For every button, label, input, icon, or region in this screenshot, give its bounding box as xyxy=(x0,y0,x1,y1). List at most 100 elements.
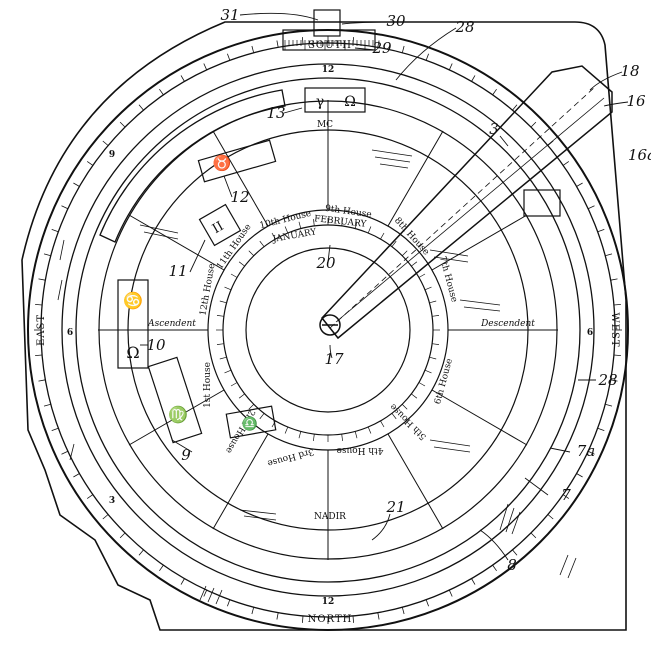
house-label-5: 5th House xyxy=(388,401,428,441)
month-scale-tick xyxy=(313,434,315,442)
outer-scale-tick xyxy=(530,532,537,539)
month-scale-tick xyxy=(248,250,255,257)
month-january: JANUARY xyxy=(271,227,318,245)
mc-leo-symbol: Ω xyxy=(344,94,356,110)
virgo-sign-box xyxy=(225,405,277,439)
outer-scale-tick xyxy=(180,75,185,82)
outer-scale-tick xyxy=(613,354,621,356)
callout-9: 9 xyxy=(181,446,191,464)
ring-number-left: 6 xyxy=(67,328,73,338)
month-scale-ticks xyxy=(216,218,440,442)
month-scale-tick xyxy=(230,273,238,278)
month-scale-tick xyxy=(298,221,302,229)
outer-scale-tick xyxy=(119,532,126,539)
month-scale-tick xyxy=(354,431,358,439)
outer-scale-tick xyxy=(512,104,518,111)
leo-sign-box xyxy=(147,356,203,444)
outer-scale-tick xyxy=(251,607,255,615)
month-scale-tick xyxy=(424,286,432,291)
pointer-arm-midline xyxy=(329,85,597,329)
callout-8: 8 xyxy=(507,556,517,574)
outer-scale-tick xyxy=(86,494,94,499)
month-scale-tick xyxy=(259,240,265,247)
pointer-arm-edge xyxy=(335,97,605,323)
outer-scale-tick xyxy=(471,75,476,82)
month-scale-tick xyxy=(380,232,385,240)
gemini-sign-box xyxy=(198,203,242,247)
outer-scale-tick xyxy=(51,229,59,233)
month-scale-tick xyxy=(341,434,343,442)
outer-scale-tick xyxy=(180,578,185,585)
cancer-symbol: ♋ xyxy=(123,291,143,310)
outer-scale-tick xyxy=(227,53,231,61)
outer-scale-tick xyxy=(61,450,69,455)
ring-number-bottom: 12 xyxy=(322,597,335,607)
outer-scale-tick xyxy=(425,599,429,607)
mc-aries-symbol: γ xyxy=(316,94,324,110)
outer-scale-tick xyxy=(547,514,554,520)
month-scale-tick xyxy=(298,431,302,439)
outer-scale-tick xyxy=(203,63,208,71)
month-scale-tick xyxy=(284,426,289,434)
outer-scale-tick xyxy=(401,45,405,53)
shading-hatches xyxy=(57,149,577,605)
callout-12: 12 xyxy=(230,188,249,206)
outer-scale-tick xyxy=(352,615,354,623)
month-scale-tick xyxy=(367,426,372,434)
month-scale-tick xyxy=(238,393,245,399)
month-scale-tick xyxy=(219,356,227,360)
outer-scale-tick xyxy=(377,612,380,620)
outer-scale-tick xyxy=(587,450,595,455)
outer-scale-tick xyxy=(605,403,613,407)
month-scale-tick xyxy=(429,300,437,304)
outer-scale-tick xyxy=(43,253,51,257)
virgo-symbol: ♍ xyxy=(168,405,188,424)
month-scale-tick xyxy=(216,315,224,317)
outer-scale-tick xyxy=(302,615,304,623)
outer-scale-tick xyxy=(35,304,43,306)
month-scale-tick xyxy=(411,393,418,399)
top-scale-bar xyxy=(282,29,376,51)
month-scale-tick xyxy=(367,226,372,234)
month-scale-tick xyxy=(224,286,232,291)
month-scale-tick xyxy=(432,343,440,345)
taurus-symbol: ♉ xyxy=(213,154,232,172)
outer-scale-tick xyxy=(597,229,605,233)
libra-symbol: ♎ xyxy=(242,416,258,432)
month-scale-tick xyxy=(391,240,397,247)
month-scale-tick xyxy=(418,273,426,278)
month-scale-tick xyxy=(238,261,245,267)
gemini-symbol: II xyxy=(210,219,226,237)
month-scale-tick xyxy=(429,356,437,360)
callout-18: 18 xyxy=(620,62,639,80)
callout-16a: 16a xyxy=(628,146,651,164)
taurus-sign-box xyxy=(197,139,277,183)
outer-scale-tick xyxy=(401,607,405,615)
outer-scale-tick xyxy=(562,494,570,499)
top-slider xyxy=(313,9,341,37)
outer-scale-tick xyxy=(38,379,46,382)
outer-scale-tick xyxy=(251,45,255,53)
month-scale-tick xyxy=(380,420,385,428)
nadir-label: NADIR xyxy=(314,512,346,522)
outer-scale-tick xyxy=(119,121,126,128)
ring-number-upper-left: 9 xyxy=(109,150,115,160)
month-scale-tick xyxy=(432,315,440,317)
callout-20: 20 xyxy=(315,254,336,272)
outer-scale-tick xyxy=(61,205,69,210)
outer-scale-tick xyxy=(35,354,43,356)
outer-scale-tick xyxy=(425,53,429,61)
upper-left-arc-scale xyxy=(99,89,286,243)
base-plate-outline xyxy=(21,21,627,631)
center-hub xyxy=(319,314,341,336)
callout-21: 21 xyxy=(385,498,405,516)
ring-number-lower-left: 3 xyxy=(109,496,115,506)
ring-number-top: 12 xyxy=(322,65,335,75)
callout-31: 31 xyxy=(220,6,239,24)
outer-scale-tick xyxy=(492,88,497,96)
month-scale-tick xyxy=(354,221,358,229)
outer-scale-tick xyxy=(448,589,453,597)
north-label: NORTH xyxy=(308,614,353,625)
callout-13: 13 xyxy=(266,104,285,122)
